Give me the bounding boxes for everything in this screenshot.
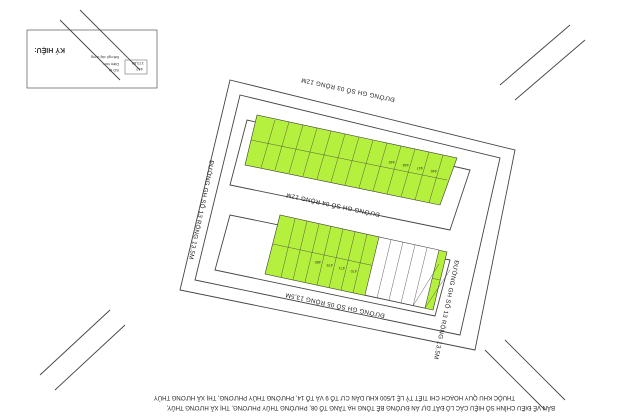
caption-line-2: THUỘC KHU QUY HOẠCH CHI TIẾT TỶ LỆ 1/500… xyxy=(154,394,515,402)
caption-line-1: BẢN VẼ ĐIỀU CHỈNH SỐ HIỆU CÁC LÔ ĐẤT DỰ … xyxy=(166,404,555,412)
legend-lot-number: SỐ lô xyxy=(108,68,119,73)
block-south xyxy=(264,214,451,311)
road-network xyxy=(39,9,586,411)
legend-box: KÝ HIỆU: 442 173,86 SỐ lô Diện tích Đất … xyxy=(26,29,158,89)
lot-label: 470 xyxy=(351,269,357,273)
road-label-03: ĐƯỜNG GH SỐ 03 RỘNG 12M xyxy=(301,76,396,103)
legend-sample-area: 173,86 xyxy=(131,61,144,66)
lot-label: 480 xyxy=(315,260,321,264)
block-north xyxy=(244,114,458,206)
lot-label: 447 xyxy=(417,166,423,170)
sheet-caption: BẢN VẼ ĐIỀU CHỈNH SỐ HIỆU CÁC LÔ ĐẤT DỰ … xyxy=(154,394,555,412)
legend-land-note: Đất ngõ xây dựng xyxy=(91,55,119,59)
lot-label: 448 xyxy=(403,163,409,167)
legend-title: KÝ HIỆU: xyxy=(34,46,65,55)
road-label-13-right: ĐƯỜNG GH SỐ 13 RỘNG 13,5M xyxy=(187,160,215,261)
road-label-04: ĐƯỜNG GH SỐ 04 RỘNG 12M xyxy=(286,191,381,218)
lot-label: 471 xyxy=(339,266,345,270)
lot-label: 479 xyxy=(327,263,333,267)
lot-label: 446 xyxy=(431,169,437,173)
lot-labels: 470 471 479 480 446 447 448 449 xyxy=(315,160,437,273)
lot-label: 449 xyxy=(389,160,395,164)
legend-area: Diện tích xyxy=(103,62,119,67)
